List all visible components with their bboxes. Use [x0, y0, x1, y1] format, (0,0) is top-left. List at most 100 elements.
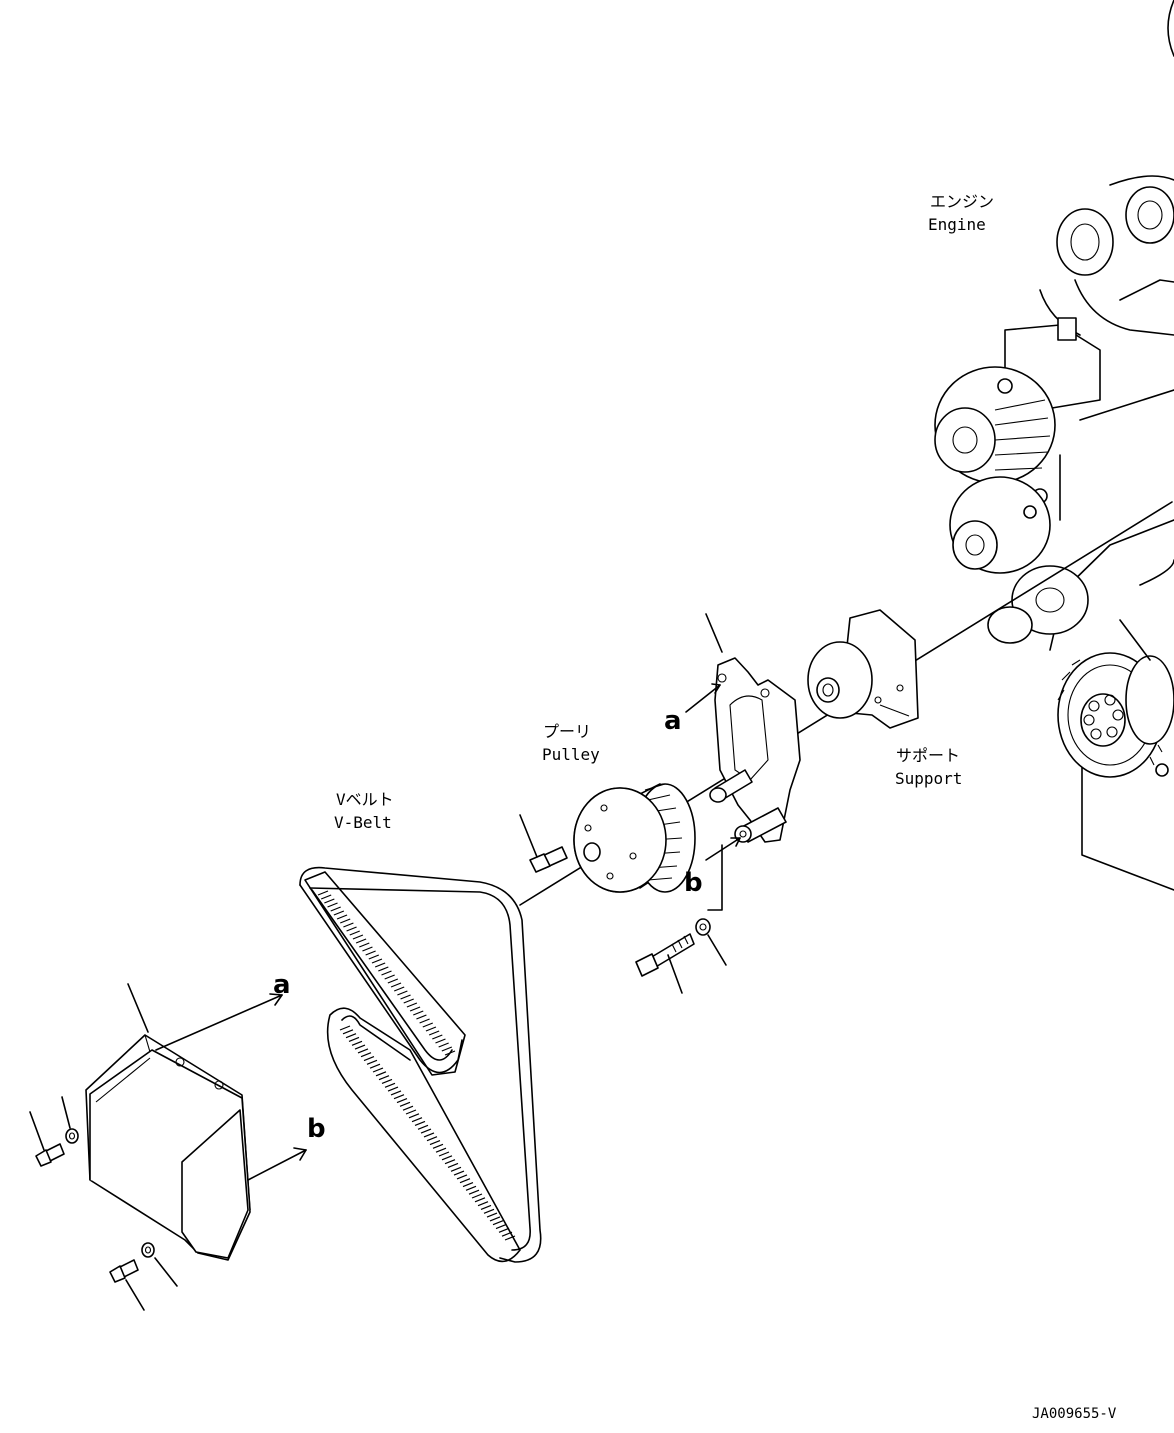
belt-rib — [361, 1053, 371, 1057]
cover-bolts — [30, 1097, 177, 1310]
belt-rib — [423, 1023, 433, 1027]
belt-rib — [445, 1160, 455, 1164]
belt-rib — [407, 1003, 417, 1007]
belt-rib — [490, 1217, 500, 1221]
belt-rib — [373, 1068, 383, 1072]
belt-rib — [475, 1198, 485, 1202]
belt-rib — [350, 931, 360, 935]
belt-rib — [487, 1213, 497, 1217]
callout-letter-b: b — [307, 1114, 326, 1144]
belt-rib — [331, 907, 341, 911]
belt-rib — [432, 1035, 442, 1039]
belt-rib — [394, 987, 404, 991]
belt-rib — [426, 1027, 436, 1031]
belt-rib — [416, 1015, 426, 1019]
support-label-en: Support — [895, 769, 963, 788]
belt-rib — [430, 1141, 440, 1145]
belt-rib — [385, 1083, 395, 1087]
belt-rib — [355, 1045, 365, 1049]
belt-rib — [472, 1194, 482, 1198]
belt-rib — [439, 1043, 449, 1047]
belt-rib — [378, 967, 388, 971]
belt-rib — [415, 1121, 425, 1125]
belt-rib — [435, 1039, 445, 1043]
belt-rib — [457, 1175, 467, 1179]
belt-rib — [439, 1152, 449, 1156]
belt-rib — [481, 1205, 491, 1209]
pulley-label-en: Pulley — [542, 745, 600, 764]
belt-rib — [424, 1133, 434, 1137]
v-belt-label-en: V-Belt — [334, 813, 392, 832]
belt-rib — [337, 915, 347, 919]
belt-rib — [382, 971, 392, 975]
support-part — [808, 610, 918, 728]
belt-rib — [353, 935, 363, 939]
belt-rib — [388, 1087, 398, 1091]
belt-rib — [478, 1202, 488, 1206]
belt-rib — [356, 939, 366, 943]
label-leaders — [880, 705, 909, 716]
belt-rib — [499, 1228, 509, 1232]
belt-rib — [421, 1129, 431, 1133]
callout-letter-a: a — [273, 970, 291, 1000]
bracket-arrows — [686, 684, 740, 860]
belt-rib — [433, 1144, 443, 1148]
belt-rib — [401, 995, 411, 999]
belt-rib — [376, 1072, 386, 1076]
belt-rib — [493, 1221, 503, 1225]
belt-rib — [340, 1026, 350, 1030]
belt-rib — [388, 979, 398, 983]
belt-rib — [394, 1095, 404, 1099]
belt-rib — [334, 911, 344, 915]
belt-rib — [397, 991, 407, 995]
belt-rib — [445, 1051, 455, 1055]
belt-rib — [442, 1156, 452, 1160]
belt-rib — [352, 1041, 362, 1045]
belt-rib — [343, 923, 353, 927]
belt-rib — [413, 1011, 423, 1015]
v-belt-label-ja: Vベルト — [336, 790, 394, 809]
belt-rib — [397, 1099, 407, 1103]
pulley-part — [520, 784, 695, 892]
belt-rib — [321, 895, 331, 899]
belt-rib — [484, 1209, 494, 1213]
belt-rib — [409, 1114, 419, 1118]
belt-rib — [427, 1137, 437, 1141]
belt-rib — [460, 1179, 470, 1183]
belt-rib — [391, 983, 401, 987]
belt-rib — [349, 1037, 359, 1041]
belt-rib — [324, 899, 334, 903]
belt-rib — [366, 951, 376, 955]
belt-rib — [406, 1110, 416, 1114]
belt-rib — [367, 1060, 377, 1064]
callout-letter-b: b — [684, 868, 703, 898]
belt-rib — [502, 1232, 512, 1236]
belt-rib — [418, 1125, 428, 1129]
belt-rib — [346, 1034, 356, 1038]
belt-rib — [343, 1030, 353, 1034]
pulley-label-ja: プーリ — [543, 722, 592, 741]
belt-rib — [358, 1049, 368, 1053]
belt-rib — [412, 1118, 422, 1122]
belt-rib — [375, 963, 385, 967]
belt-rib — [318, 891, 328, 895]
v-belt-ribs — [318, 891, 515, 1240]
belt-rib — [403, 1106, 413, 1110]
support-label-ja: サポート — [896, 746, 961, 765]
belt-rib — [420, 1019, 430, 1023]
belt-rib — [370, 1064, 380, 1068]
belt-rib — [328, 903, 338, 907]
cover-part — [86, 984, 306, 1260]
belt-rib — [469, 1190, 479, 1194]
v-belt-part — [300, 868, 541, 1262]
engine-label-ja: エンジン — [930, 192, 995, 211]
corner-fragment — [1168, 0, 1174, 56]
belt-rib — [364, 1057, 374, 1061]
engine-label-en: Engine — [928, 215, 986, 234]
engine-drawing — [935, 176, 1174, 890]
belt-rib — [463, 1183, 473, 1187]
belt-rib — [369, 955, 379, 959]
belt-rib — [505, 1236, 515, 1240]
belt-rib — [404, 999, 414, 1003]
